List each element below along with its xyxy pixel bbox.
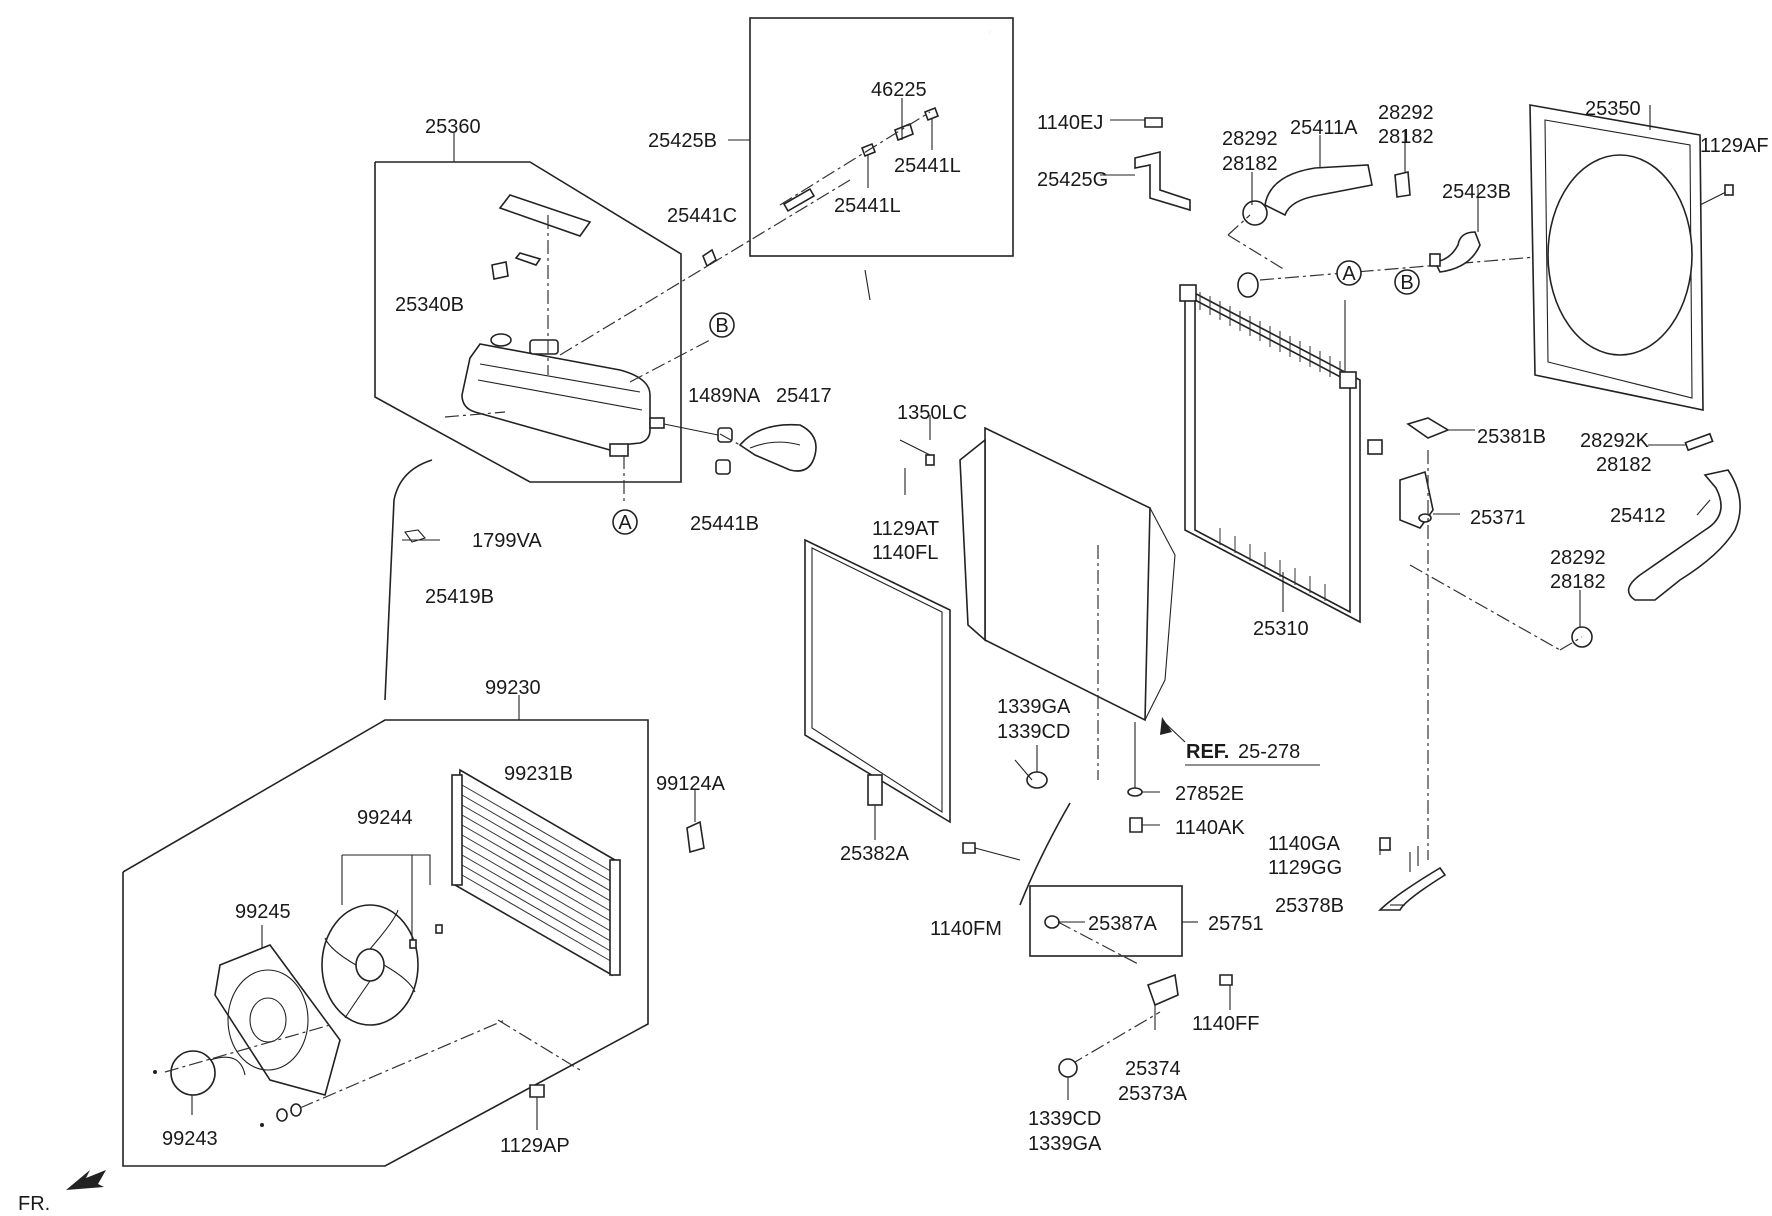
callout-a-reservoir: A <box>612 509 638 535</box>
label-25419B: 25419B <box>425 586 494 608</box>
label-99245: 99245 <box>235 901 291 923</box>
label-25411A: 25411A <box>1290 117 1358 139</box>
label-99230: 99230 <box>485 677 541 699</box>
label-1489NA: 1489NA <box>688 385 761 407</box>
ref-label-bold: REF. <box>1186 741 1229 763</box>
fan-motor <box>153 1019 506 1127</box>
fan-shroud-99245 <box>214 925 341 1096</box>
fan-group-frame <box>122 695 649 1167</box>
label-28182-c: 28182 <box>1596 454 1652 476</box>
label-27852E: 27852E <box>1175 783 1244 805</box>
label-25425G: 25425G <box>1037 169 1108 191</box>
callout-a-radiator: A <box>1336 260 1362 286</box>
radiator-core <box>1179 254 1561 624</box>
front-label: FR. <box>18 1193 50 1211</box>
label-25360: 25360 <box>425 116 481 138</box>
label-25751: 25751 <box>1208 913 1264 935</box>
label-99231B: 99231B <box>504 763 573 785</box>
label-25350: 25350 <box>1585 98 1641 120</box>
callout-b-radiator: B <box>1394 269 1420 295</box>
callout-b-reservoir-label: B <box>715 315 728 337</box>
upper-radiator-hose <box>1227 135 1411 271</box>
label-25425B: 25425B <box>648 130 717 152</box>
intercooler <box>899 415 1176 780</box>
label-25381B: 25381B <box>1477 426 1546 448</box>
label-28292-a: 28292 <box>1222 128 1278 150</box>
label-1129AF: 1129AF <box>1700 135 1769 157</box>
label-1799VA: 1799VA <box>472 530 542 552</box>
label-25412: 25412 <box>1610 505 1666 527</box>
callout-a-radiator-label: A <box>1342 263 1356 285</box>
callout-b-radiator-label: B <box>1400 272 1413 294</box>
label-1350LC: 1350LC <box>897 402 967 424</box>
front-direction-arrow: FR. <box>18 1170 106 1215</box>
label-1140AK: 1140AK <box>1175 817 1245 839</box>
label-99124A: 99124A <box>656 773 726 795</box>
label-1140EJ: 1140EJ <box>1037 112 1103 134</box>
bracket-25378B <box>1378 837 1447 911</box>
bracket-25425G <box>1100 117 1191 212</box>
label-25371: 25371 <box>1470 507 1526 529</box>
label-25373A: 25373A <box>1118 1083 1188 1105</box>
fan-shroud <box>1529 104 1734 411</box>
ref-label-number: 25-278 <box>1238 741 1300 763</box>
label-28182-b: 28182 <box>1378 126 1434 148</box>
label-25441L-b: 25441L <box>834 195 901 217</box>
label-25441L-a: 25441L <box>894 155 961 177</box>
label-25340B: 25340B <box>395 294 464 316</box>
label-25417: 25417 <box>776 385 832 407</box>
label-25441C: 25441C <box>667 205 737 227</box>
label-28182-a: 28182 <box>1222 153 1278 175</box>
label-1129AT: 1129AT <box>872 518 939 540</box>
label-1339CD-b: 1339CD <box>1028 1108 1101 1130</box>
bypass-hose <box>1429 188 1481 273</box>
label-28292-d: 28292 <box>1550 547 1606 569</box>
reservoir-group-frame <box>374 133 682 483</box>
stay-assembly <box>962 745 1233 1078</box>
label-1129GG: 1129GG <box>1268 857 1342 879</box>
label-28292K: 28292K <box>1580 430 1650 452</box>
callout-a-reservoir-label: A <box>618 512 632 534</box>
vent-hose-group-frame <box>728 17 1014 257</box>
label-99244: 99244 <box>357 807 413 829</box>
upper-reservoir-hose <box>663 423 817 475</box>
cooling-fan <box>321 854 443 1026</box>
label-1140GA: 1140GA <box>1268 833 1341 855</box>
label-25378B: 25378B <box>1275 895 1344 917</box>
reservoir-tank <box>461 194 665 457</box>
condenser <box>451 768 621 1071</box>
air-guard-frame <box>804 538 951 840</box>
overflow-hose <box>384 411 506 701</box>
label-1339CD-a: 1339CD <box>997 721 1070 743</box>
label-1339GA-b: 1339GA <box>1028 1133 1102 1155</box>
leader-lines <box>864 130 1711 1100</box>
vent-hose <box>702 28 991 268</box>
label-25423B: 25423B <box>1442 181 1511 203</box>
label-1140FL: 1140FL <box>872 542 938 564</box>
bolt-1129AP <box>529 1084 545 1130</box>
label-25374: 25374 <box>1125 1058 1181 1080</box>
bracket-99124A <box>686 790 705 854</box>
label-1140FF: 1140FF <box>1192 1013 1259 1035</box>
label-25387A: 25387A <box>1088 913 1158 935</box>
label-25441B: 25441B <box>690 513 759 535</box>
callout-b-reservoir: B <box>709 312 735 338</box>
label-1129AP: 1129AP <box>500 1135 570 1157</box>
label-25310: 25310 <box>1253 618 1309 640</box>
radiator-mounts <box>1399 417 1475 860</box>
label-28292-b: 28292 <box>1378 102 1434 124</box>
label-25382A: 25382A <box>840 843 910 865</box>
part-labels: 25360 25425B 46225 25441L 25441L 25441C … <box>162 79 1769 1157</box>
label-99243: 99243 <box>162 1128 218 1150</box>
reference-callout <box>1127 717 1320 833</box>
label-28182-d: 28182 <box>1550 571 1606 593</box>
label-1140FM: 1140FM <box>930 918 1002 940</box>
label-1339GA-a: 1339GA <box>997 696 1071 718</box>
label-46225: 46225 <box>871 79 927 101</box>
lower-radiator-hose <box>1409 432 1741 651</box>
